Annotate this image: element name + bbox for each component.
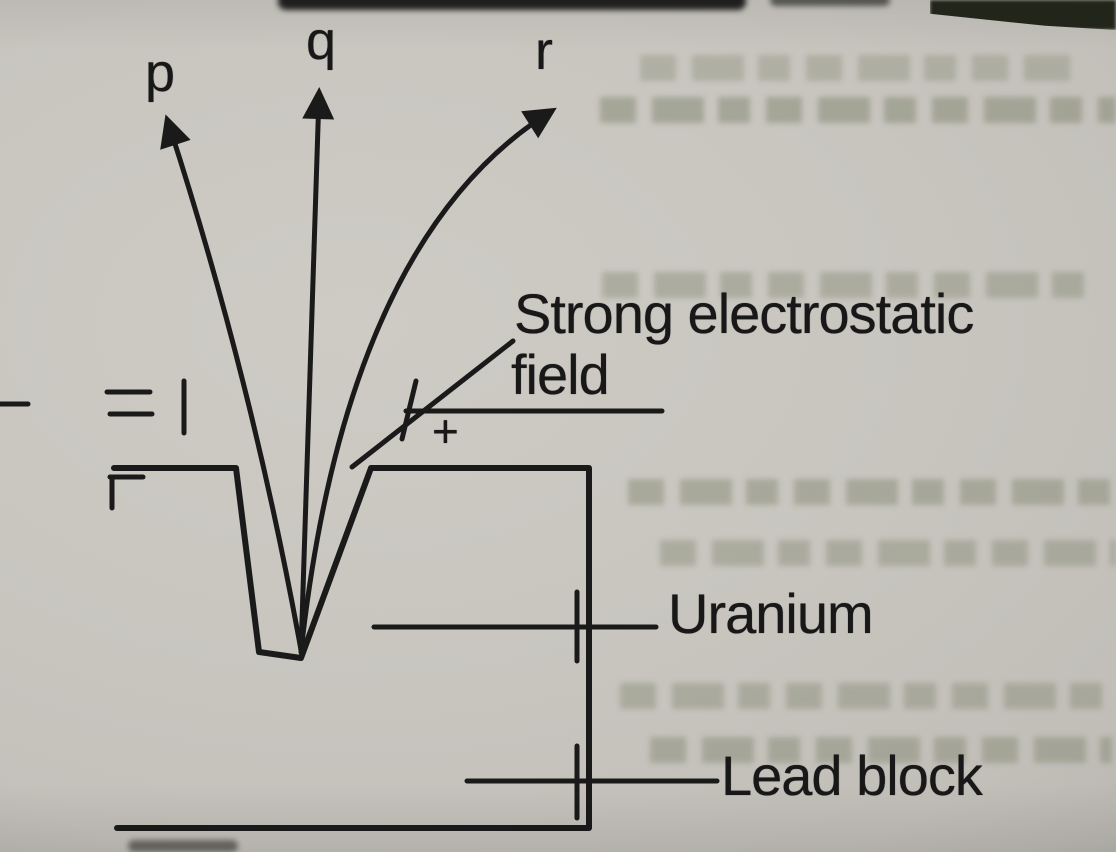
- lead-block-label: Lead block: [721, 744, 983, 807]
- bleedthrough-text: [602, 272, 1100, 298]
- ray-label-q: q: [306, 11, 337, 71]
- bleedthrough-text: [640, 55, 1070, 81]
- ray-q-line: [298, 87, 335, 655]
- field-label-line1: Strong electrostatic: [514, 282, 974, 345]
- scan-smudge: [128, 840, 238, 852]
- cropped-text-smudge: [770, 0, 890, 6]
- bleedthrough-text: [600, 97, 1116, 123]
- bleedthrough-text: [620, 683, 1112, 709]
- left-corner-mark: [107, 474, 146, 511]
- field-pointer-line: [349, 338, 516, 470]
- ray-p-line: [160, 114, 304, 653]
- positive-plate-sign: +: [432, 405, 459, 457]
- bleedthrough-text: [660, 540, 1116, 566]
- ray-label-r: r: [535, 21, 553, 81]
- cropped-text-smudge: [278, 0, 746, 10]
- uranium-label: Uranium: [668, 582, 874, 645]
- right-plate-tick: [399, 378, 419, 442]
- bleedthrough-text: [650, 737, 1112, 763]
- lead-block-outline: [111, 465, 592, 831]
- ray-r-line: [298, 107, 557, 655]
- field-label-line2: field: [511, 343, 610, 406]
- bleedthrough-text: [628, 479, 1116, 505]
- ray-label-p: p: [145, 43, 176, 103]
